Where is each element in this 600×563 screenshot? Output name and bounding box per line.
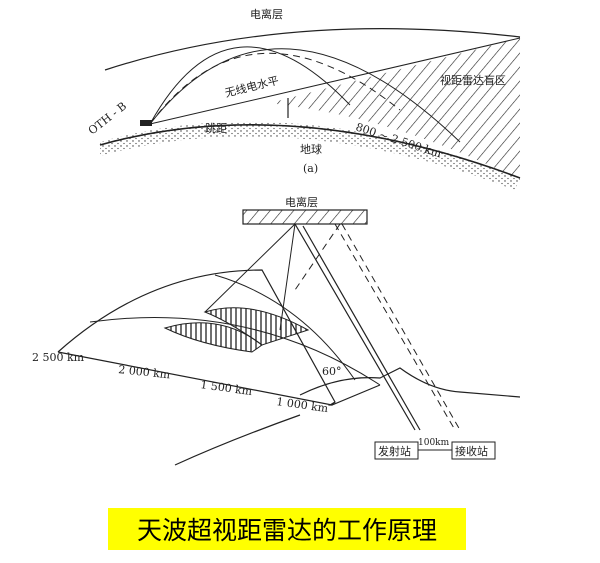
ionosphere-arc <box>104 28 521 71</box>
radar-label: OTH - B <box>86 100 129 138</box>
diagram-b: 电离层 2 500 km 2 000 km 1 500 km 1 000 km … <box>32 195 521 466</box>
ionosphere-label-a: 电离层 <box>250 7 283 21</box>
earth-surface <box>99 123 521 179</box>
diagram-a: 电离层 OTH - B 无线电水平 视距雷达盲区 跳距 800 ~ 2 500 … <box>86 7 521 190</box>
receiver-label: 接收站 <box>455 444 488 458</box>
coverage-area <box>57 269 336 406</box>
ionosphere-label-b: 电离层 <box>285 195 318 209</box>
angle-label: 60° <box>322 365 342 378</box>
terrain-foreground <box>174 414 301 466</box>
blind-zone-label: 视距雷达盲区 <box>440 73 506 87</box>
earth-label: 地球 <box>300 142 322 156</box>
blind-zone-hatch <box>270 38 520 180</box>
distance-label: 1 000 km <box>276 395 330 415</box>
skip-distance-label: 跳距 <box>205 121 227 135</box>
distance-label: 2 000 km <box>118 363 172 381</box>
figure-a-label: (a) <box>303 162 318 175</box>
dotted-band <box>100 121 520 190</box>
distance-label: 1 500 km <box>200 378 254 398</box>
radar-site-icon <box>140 120 152 126</box>
radio-horizon-line <box>149 37 521 125</box>
receiver-box <box>451 441 496 460</box>
ionosphere-block <box>242 209 368 225</box>
terrain-ridge <box>299 367 521 398</box>
caption: 天波超视距雷达的工作原理 <box>108 508 466 550</box>
transmitter-label: 发射站 <box>378 444 411 458</box>
hatched-zone-2 <box>203 307 310 346</box>
separation-label: 100km <box>418 438 450 448</box>
distance-label: 2 500 km <box>32 351 85 364</box>
